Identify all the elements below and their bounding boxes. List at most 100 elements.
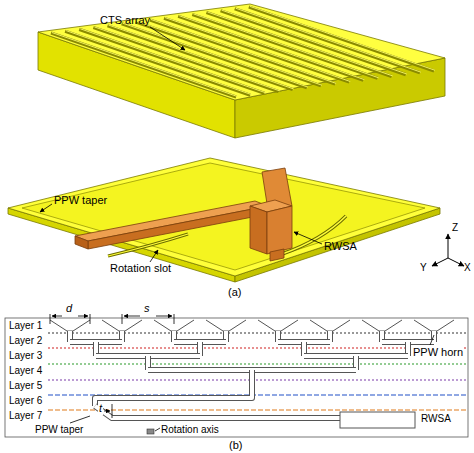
panel-label-holder: (a) — [228, 286, 241, 299]
layer-label: Layer 7 — [9, 410, 42, 422]
drawing-stroke — [65, 31, 250, 95]
panel-label: (b) — [229, 439, 242, 452]
drawing-stroke — [414, 320, 454, 331]
drawing-stroke — [267, 206, 292, 254]
leader-line — [70, 335, 434, 431]
drawing-stroke — [93, 28, 278, 92]
part-label-holder: PPW horn — [412, 346, 464, 359]
panel-label: (a) — [228, 286, 241, 299]
layer-label-holder: Layer 6 — [9, 395, 42, 407]
drawing-stroke — [236, 8, 421, 72]
drawing-stroke — [222, 10, 407, 74]
part-label: RWSA — [420, 413, 452, 425]
drawing-stroke — [95, 370, 252, 406]
layer-label: Layer 1 — [9, 320, 42, 332]
layer-label: Layer 6 — [9, 395, 42, 407]
part-label-holder: Rotation axis — [160, 424, 220, 436]
layer-label: Layer 3 — [9, 350, 42, 362]
drawing-stroke — [48, 332, 468, 333]
layer-label-holder: Layer 5 — [9, 380, 42, 392]
dimension-label: s — [144, 302, 150, 315]
drawing-stroke — [221, 11, 406, 75]
drawing-stroke — [136, 22, 321, 86]
rotation-axis-mark — [147, 429, 154, 434]
layer-label-holder: Layer 3 — [9, 350, 42, 362]
drawing-stroke — [258, 320, 298, 331]
cts-stripes — [51, 6, 435, 97]
part-label-holder: PPW taper — [34, 424, 84, 436]
drawing-stroke — [75, 201, 268, 241]
drawing-stroke — [448, 258, 464, 266]
drawing-stroke — [112, 404, 113, 418]
drawing-stroke — [235, 9, 420, 73]
layer-label: Layer 2 — [9, 335, 42, 347]
drawing-stroke — [156, 316, 172, 317]
drawing-stroke — [51, 33, 236, 97]
axis-label: Z — [452, 222, 458, 234]
part-label: PPW taper — [34, 424, 84, 436]
part-label-holder: CTS array — [100, 14, 150, 27]
panel-label-holder: (b) — [229, 439, 242, 452]
dimension-label-holder: s — [144, 302, 150, 315]
axes — [432, 234, 464, 266]
drawing-stroke — [48, 363, 468, 364]
layer-label: Layer 5 — [9, 380, 42, 392]
layer-label: Layer 4 — [9, 365, 42, 377]
drawing-stroke — [362, 320, 402, 331]
layer-label-holder: Layer 4 — [9, 365, 42, 377]
drawing-stroke — [40, 204, 52, 212]
drawing-stroke — [22, 163, 425, 270]
drawing-stroke — [192, 14, 377, 78]
drawing-stroke — [124, 316, 140, 317]
drawing-stroke — [75, 236, 88, 249]
drawing-stroke — [193, 14, 378, 78]
axis-label-holder: Y — [420, 262, 427, 274]
drawing-stroke — [122, 24, 307, 88]
drawing-stroke — [294, 232, 322, 244]
drawing-stroke — [174, 314, 175, 324]
drawing-stroke — [88, 206, 268, 249]
drawing-stroke — [448, 234, 449, 258]
drawing-stroke — [48, 409, 468, 410]
part-label: CTS array — [100, 14, 150, 27]
drawing-stroke — [206, 320, 246, 331]
axis-label-holder: X — [464, 262, 471, 274]
drawing-stroke — [52, 316, 62, 317]
drawing-stroke — [95, 406, 340, 418]
rwsa-part — [75, 168, 292, 261]
rwsa-section — [340, 412, 415, 428]
layer-boundary — [48, 333, 468, 410]
axis-label-holder: Z — [452, 222, 458, 234]
dimension-label: d — [66, 302, 72, 315]
part-label: RWSA — [324, 240, 357, 253]
drawing-stroke — [164, 18, 349, 82]
drawing-stroke — [310, 320, 350, 331]
drawing-stroke — [108, 26, 293, 90]
layer-label-holder: Layer 1 — [9, 320, 42, 332]
drawing-stroke — [150, 20, 335, 84]
drawing-stroke — [50, 320, 90, 331]
dimension-label-holder: d — [66, 302, 72, 315]
drawing-stroke — [50, 314, 51, 324]
part-label-holder: RWSA — [420, 413, 452, 425]
drawing-stroke — [432, 258, 448, 266]
layer-label-holder: Layer 7 — [9, 410, 42, 422]
drawing-stroke — [150, 250, 158, 262]
drawing-stroke — [104, 411, 110, 412]
drawing-stroke — [48, 379, 468, 380]
drawing-stroke — [165, 18, 350, 82]
drawing-stroke — [150, 27, 185, 50]
drawing-stroke — [270, 249, 284, 261]
dimension-mark — [50, 314, 174, 418]
part-label: PPW horn — [412, 346, 464, 359]
part-label: Rotation slot — [110, 262, 171, 275]
layer-label-holder: Layer 2 — [9, 335, 42, 347]
part-label: PPW taper — [54, 194, 107, 207]
drawing-stroke — [78, 316, 88, 317]
drawing-stroke — [207, 12, 392, 76]
drawing-stroke — [8, 158, 440, 276]
part-label: Rotation axis — [160, 424, 220, 436]
part-label-holder: Rotation slot — [110, 262, 171, 275]
